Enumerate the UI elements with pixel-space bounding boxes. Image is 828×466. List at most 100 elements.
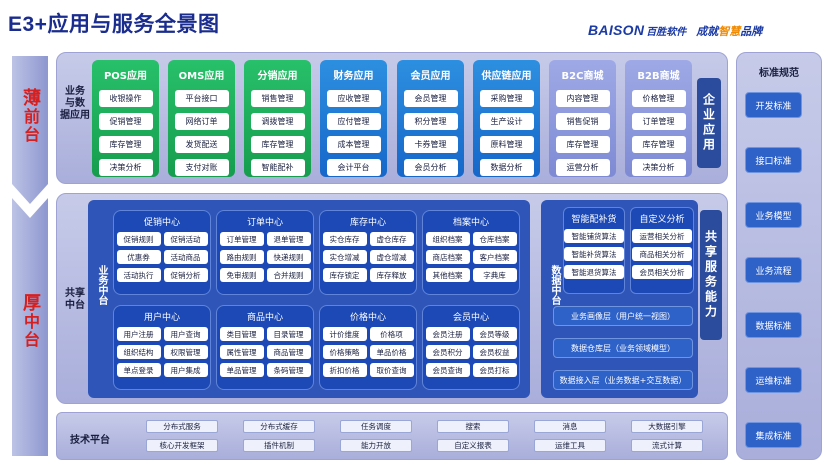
center-item: 价格项	[369, 327, 414, 341]
profile-layer: 业务画像层（用户统一视图）	[553, 306, 693, 326]
center-item: 促销活动	[163, 232, 208, 246]
center-item: 实仓库存	[322, 232, 367, 246]
enterprise-app-bar: 企业应用	[697, 78, 721, 168]
center-item: 单点登录	[116, 363, 161, 377]
center-card: 订单中心订单管理退单管理路由规则快递规则免审规则合并规则	[216, 210, 314, 295]
app-card: B2C商城内容管理销售促销库存管理运营分析	[549, 60, 616, 177]
app-item: 会员管理	[403, 90, 458, 107]
center-title: 商品中心	[246, 313, 283, 323]
center-item: 用户查询	[163, 327, 208, 341]
center-item: 类目管理	[219, 327, 264, 341]
center-item: 单品价格	[369, 345, 414, 359]
app-item: 应付管理	[326, 113, 381, 130]
smart-replenish-title: 智能配补货	[571, 215, 617, 225]
app-card-title: B2C商城	[561, 71, 604, 82]
app-card-title: 会员应用	[410, 71, 451, 82]
center-item: 目录管理	[266, 327, 311, 341]
shared-service-bar: 共享服务能力	[700, 210, 722, 340]
center-item: 组织档案	[425, 232, 470, 246]
center-item: 商店档案	[425, 250, 470, 264]
standard-item: 开发标准	[745, 92, 802, 118]
tech-item: 消息	[534, 420, 606, 433]
center-item: 权限管理	[163, 345, 208, 359]
app-card-title: OMS应用	[178, 71, 225, 82]
center-title: 会员中心	[452, 313, 489, 323]
center-item: 会员打标	[472, 363, 517, 377]
app-item: 智能配补	[250, 159, 305, 176]
center-title: 库存中心	[349, 218, 386, 228]
center-item: 促销规则	[116, 232, 161, 246]
app-item: 成本管理	[326, 136, 381, 153]
center-item: 单品管理	[219, 363, 264, 377]
center-card: 商品中心类目管理目录管理属性管理商品管理单品管理条码管理	[216, 305, 314, 390]
center-card: 价格中心计价维度价格项价格策略单品价格折扣价格取价查询	[319, 305, 417, 390]
app-card: 分销应用销售管理调拨管理库存管理智能配补	[244, 60, 311, 177]
app-item: 支付对账	[174, 159, 229, 176]
center-item: 订单管理	[219, 232, 264, 246]
center-item: 路由规则	[219, 250, 264, 264]
app-item: 决策分析	[98, 159, 153, 176]
data-item: 智能铺货算法	[564, 229, 624, 243]
center-item: 会员注册	[425, 327, 470, 341]
center-item: 快递规则	[266, 250, 311, 264]
center-item: 合并规则	[266, 268, 311, 282]
app-item: 会员分析	[403, 159, 458, 176]
center-item: 活动执行	[116, 268, 161, 282]
app-card: POS应用收银操作促销管理库存管理决策分析	[92, 60, 159, 177]
center-item: 会员积分	[425, 345, 470, 359]
app-card-title: B2B商城	[637, 71, 680, 82]
app-item: 积分管理	[403, 113, 458, 130]
center-item: 其他档案	[425, 268, 470, 282]
tech-item: 大数据引擎	[631, 420, 703, 433]
front-arrow-shape	[12, 56, 48, 204]
app-item: 价格管理	[631, 90, 686, 107]
data-item: 智能退货算法	[564, 265, 624, 279]
smart-replenish-card: 智能配补货 智能铺货算法 智能补货算法 智能退货算法	[563, 207, 625, 294]
app-item: 卡券管理	[403, 136, 458, 153]
ingest-layer: 数据接入层（业务数据+交互数据）	[553, 370, 693, 390]
tech-label: 技术平台	[70, 435, 110, 446]
center-item: 虚仓增减	[369, 250, 414, 264]
app-card: B2B商城价格管理订单管理库存管理决策分析	[625, 60, 692, 177]
center-title: 用户中心	[143, 313, 180, 323]
app-item: 库存管理	[250, 136, 305, 153]
standard-item: 运维标准	[745, 367, 802, 393]
center-item: 活动商品	[163, 250, 208, 264]
center-item: 会员权益	[472, 345, 517, 359]
app-item: 库存管理	[98, 136, 153, 153]
center-item: 免审规则	[219, 268, 264, 282]
center-item: 用户集成	[163, 363, 208, 377]
center-item: 促销分析	[163, 268, 208, 282]
center-item: 取价查询	[369, 363, 414, 377]
center-title: 促销中心	[143, 218, 180, 228]
app-card-title: POS应用	[103, 71, 148, 82]
center-card: 促销中心促销规则促销活动优惠券活动商品活动执行促销分析	[113, 210, 211, 295]
app-item: 采购管理	[479, 90, 534, 107]
app-item: 库存管理	[631, 136, 686, 153]
app-card: 会员应用会员管理积分管理卡券管理会员分析	[397, 60, 464, 177]
warehouse-layer: 数据仓库层（业务领域模型）	[553, 338, 693, 358]
app-item: 数据分析	[479, 159, 534, 176]
center-item: 库存释放	[369, 268, 414, 282]
tech-item: 分布式缓存	[243, 420, 315, 433]
center-item: 实仓增减	[322, 250, 367, 264]
center-item: 用户注册	[116, 327, 161, 341]
center-title: 订单中心	[246, 218, 283, 228]
app-item: 运营分析	[555, 159, 610, 176]
standard-item: 接口标准	[745, 147, 802, 173]
app-item: 会计平台	[326, 159, 381, 176]
tech-item: 插件机制	[243, 439, 315, 452]
center-item: 会员查询	[425, 363, 470, 377]
center-item: 商品管理	[266, 345, 311, 359]
app-card-title: 供应链应用	[481, 71, 532, 82]
arrow-labels: 薄前台 厚中台	[11, 56, 49, 460]
center-item: 退单管理	[266, 232, 311, 246]
center-card: 用户中心用户注册用户查询组织结构权限管理单点登录用户集成	[113, 305, 211, 390]
brand-cn: 百胜软件	[646, 27, 687, 38]
app-item: 应收管理	[326, 90, 381, 107]
tech-item: 核心开发框架	[146, 439, 218, 452]
data-item: 会员相关分析	[632, 265, 692, 279]
app-item: 决策分析	[631, 159, 686, 176]
app-item: 发货配送	[174, 136, 229, 153]
